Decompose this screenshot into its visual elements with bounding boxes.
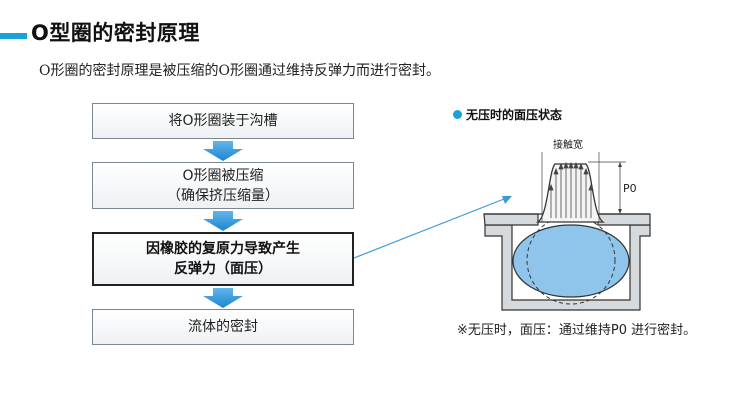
flow-step-3-line2: 反弹力（面压）: [174, 261, 272, 277]
pointer-line: [353, 198, 505, 259]
title-accent-bar: [0, 33, 27, 39]
flow-step-4: 流体的密封: [92, 309, 354, 345]
bullet-dot-icon: [453, 110, 462, 119]
flow-step-2: O形圈被压缩 （确保挤压缩量）: [92, 162, 354, 209]
flow-step-1: 将O形圈装于沟槽: [92, 103, 354, 139]
oring-original-outline: [526, 215, 616, 305]
flow-step-3: 因橡胶的复原力导致产生 反弹力（面压）: [92, 232, 354, 286]
pointer-arrowhead-icon: [502, 196, 512, 204]
state-label: 无压时的面压状态: [453, 106, 562, 123]
oring-compressed: [512, 224, 630, 298]
pressure-distribution: [535, 163, 606, 223]
flow-arrow-3: [203, 288, 243, 308]
state-label-text: 无压时的面压状态: [466, 108, 563, 122]
page-subtitle: O形圈的密封原理是被压缩的O形圈通过维持反弹力而进行密封。: [39, 63, 440, 79]
pressure-arrows: [548, 161, 594, 218]
top-plate-right: [597, 213, 651, 226]
contact-width-label: 接触宽: [553, 140, 583, 151]
flow-step-2-line1: O形圈被压缩: [182, 167, 264, 184]
flow-arrow-1: [203, 141, 243, 161]
flow-step-4-text: 流体的密封: [188, 319, 258, 335]
flow-arrow-2: [203, 211, 243, 231]
flow-step-2-line2: （确保挤压缩量）: [167, 187, 279, 204]
p0-label: P0: [623, 182, 637, 195]
flow-step-1-text: 将O形圈装于沟槽: [168, 113, 278, 129]
flow-step-3-line1: 因橡胶的复原力导致产生: [146, 241, 300, 257]
diagram-note: ※无压时，面压：通过维持P0 进行密封。: [457, 323, 697, 338]
page-title: O型圈的密封原理: [31, 21, 200, 45]
top-plate-left: [483, 213, 539, 226]
groove-housing: [484, 224, 651, 311]
